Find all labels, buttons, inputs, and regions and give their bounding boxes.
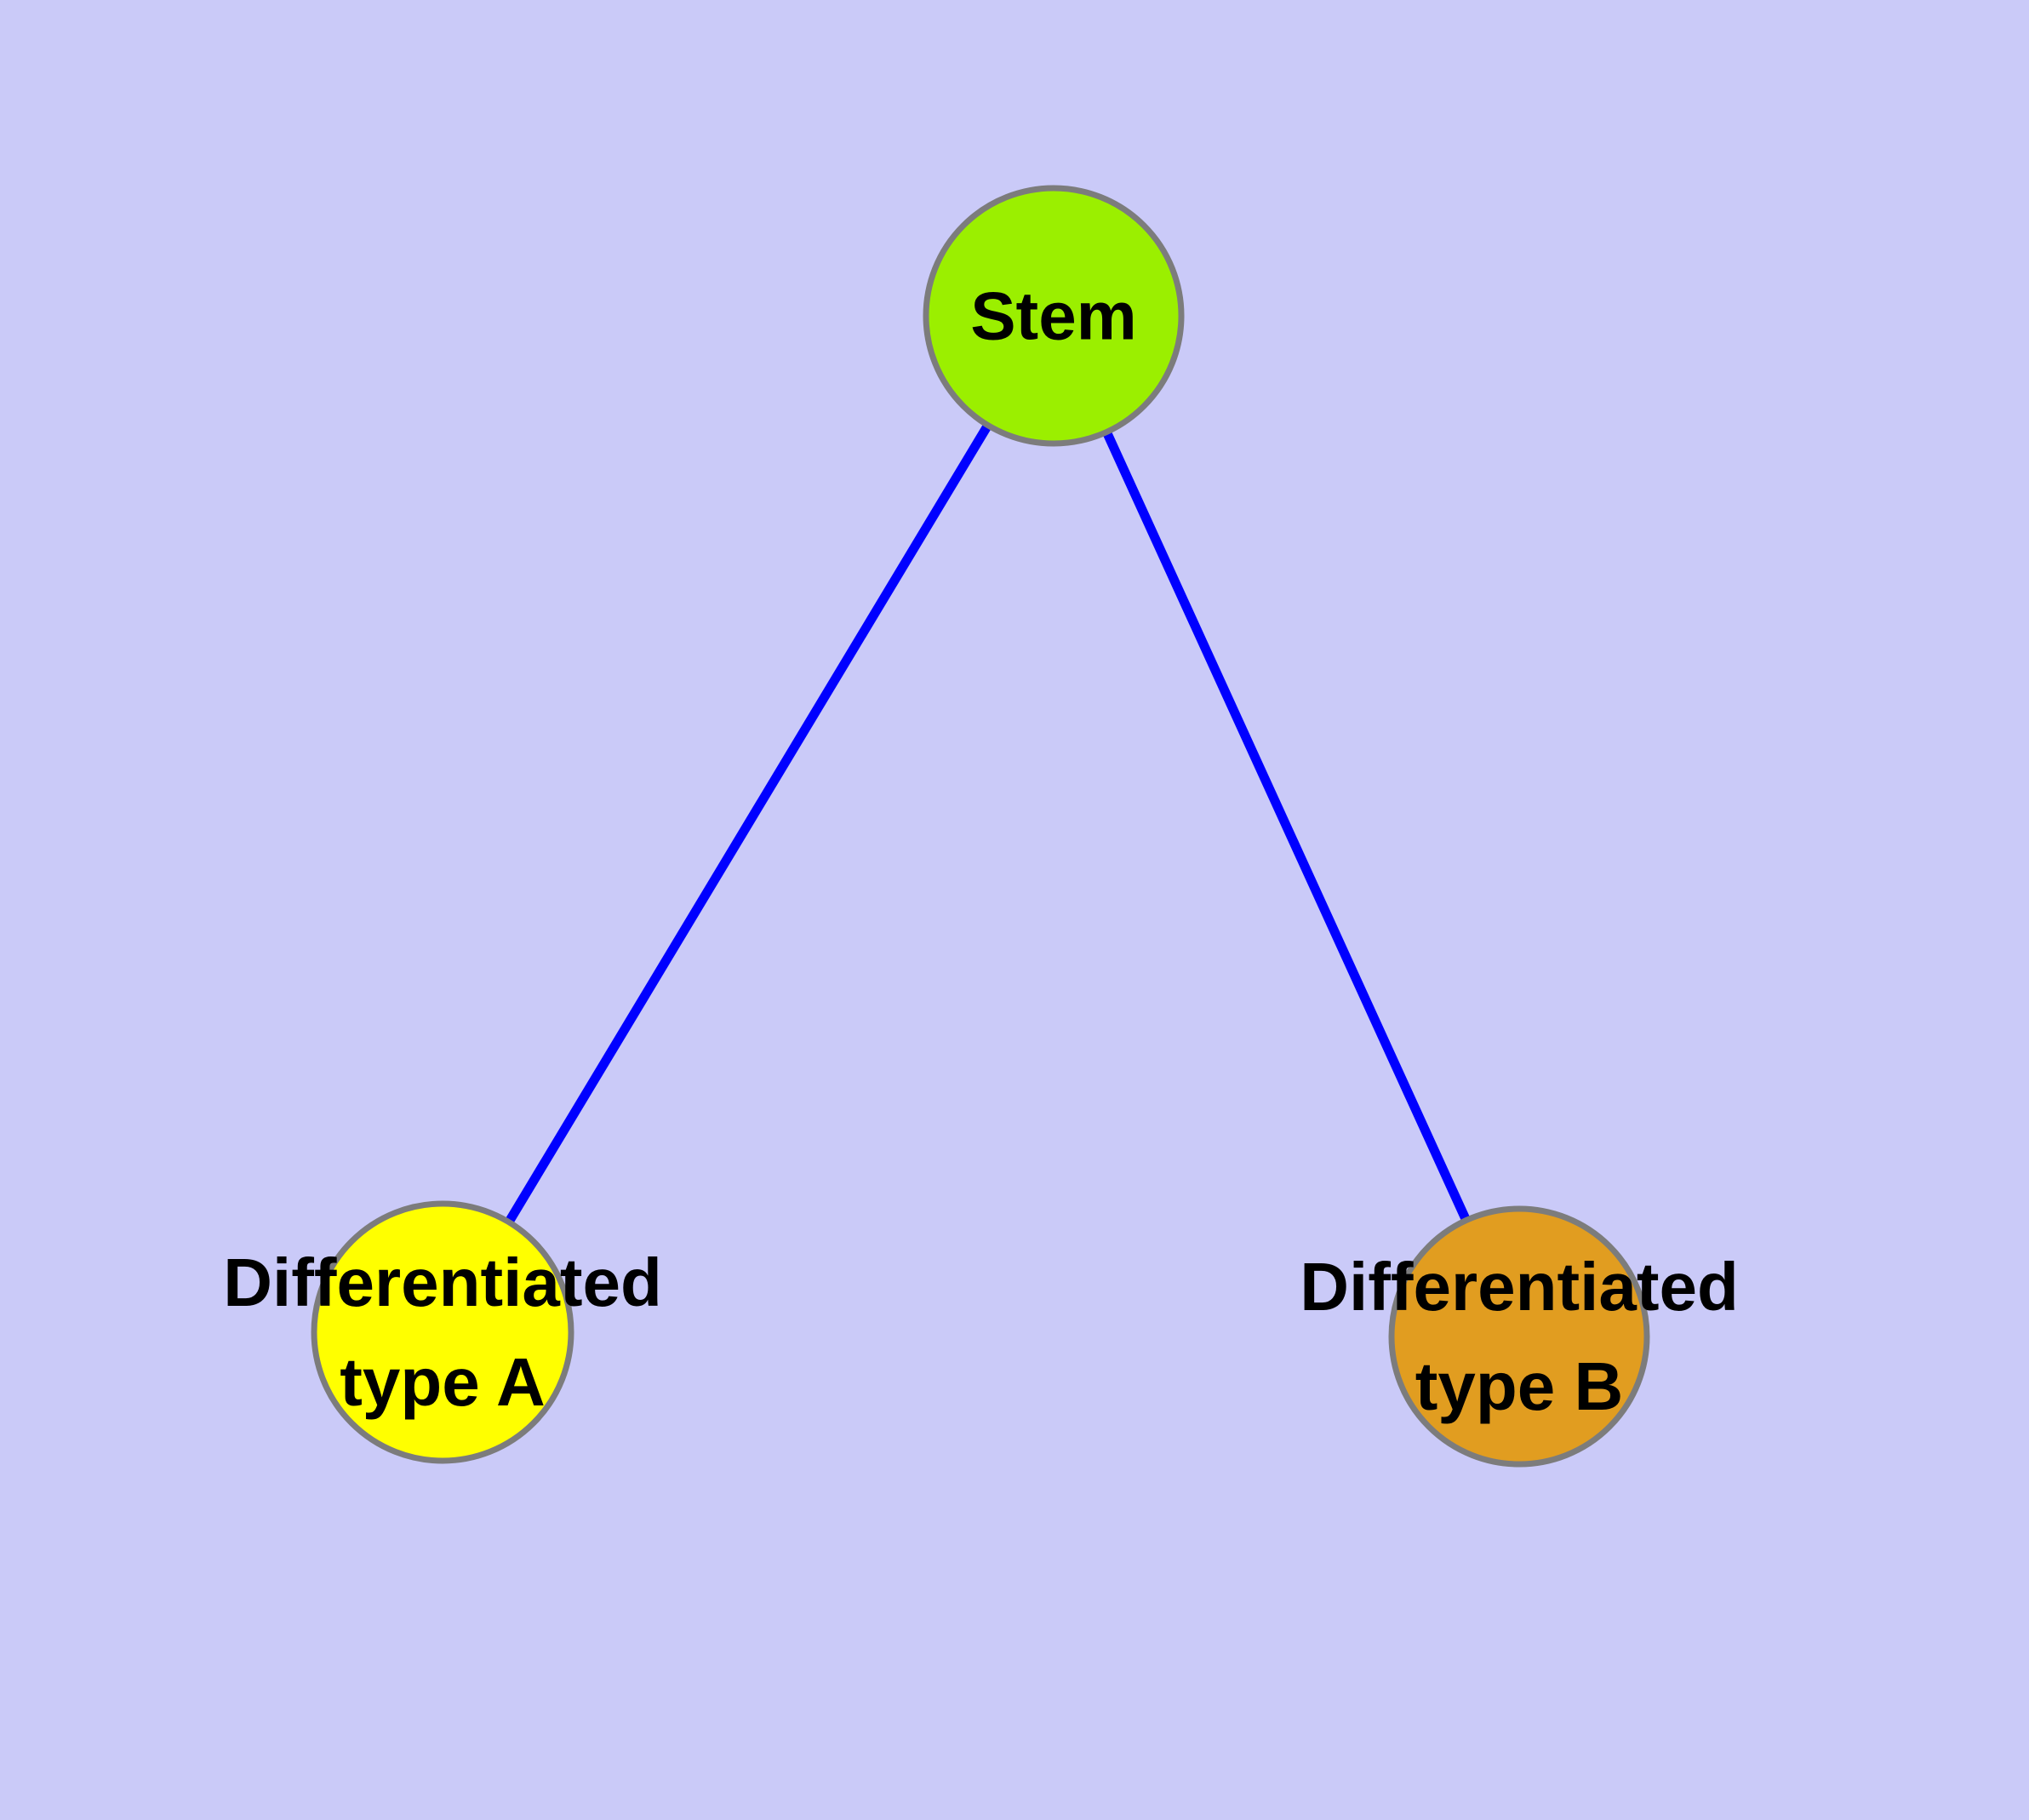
node-label-differentiated-type-b: Differentiated type B <box>1300 1249 1739 1424</box>
node-label-line: Differentiated <box>1300 1249 1739 1325</box>
node-circle-differentiated-type-a <box>311 1200 574 1464</box>
edge-stem-to-differentiated-type-b <box>1049 313 1524 1339</box>
node-circle-stem <box>923 185 1185 447</box>
node-label-differentiated-type-a: Differentiated type A <box>223 1245 662 1420</box>
node-label-line: Differentiated <box>223 1245 662 1320</box>
node-differentiated-type-a: Differentiated type A <box>223 1200 662 1464</box>
node-differentiated-type-b: Differentiated type B <box>1300 1205 1739 1468</box>
node-circle-differentiated-type-b <box>1388 1205 1650 1468</box>
node-label-stem: Stem <box>970 278 1137 354</box>
node-label-line: type B <box>1415 1348 1624 1424</box>
edge-stem-to-differentiated-type-a <box>438 313 1058 1335</box>
node-label-line: Stem <box>970 278 1137 354</box>
node-stem: Stem <box>923 185 1185 447</box>
node-label-line: type A <box>340 1344 546 1420</box>
